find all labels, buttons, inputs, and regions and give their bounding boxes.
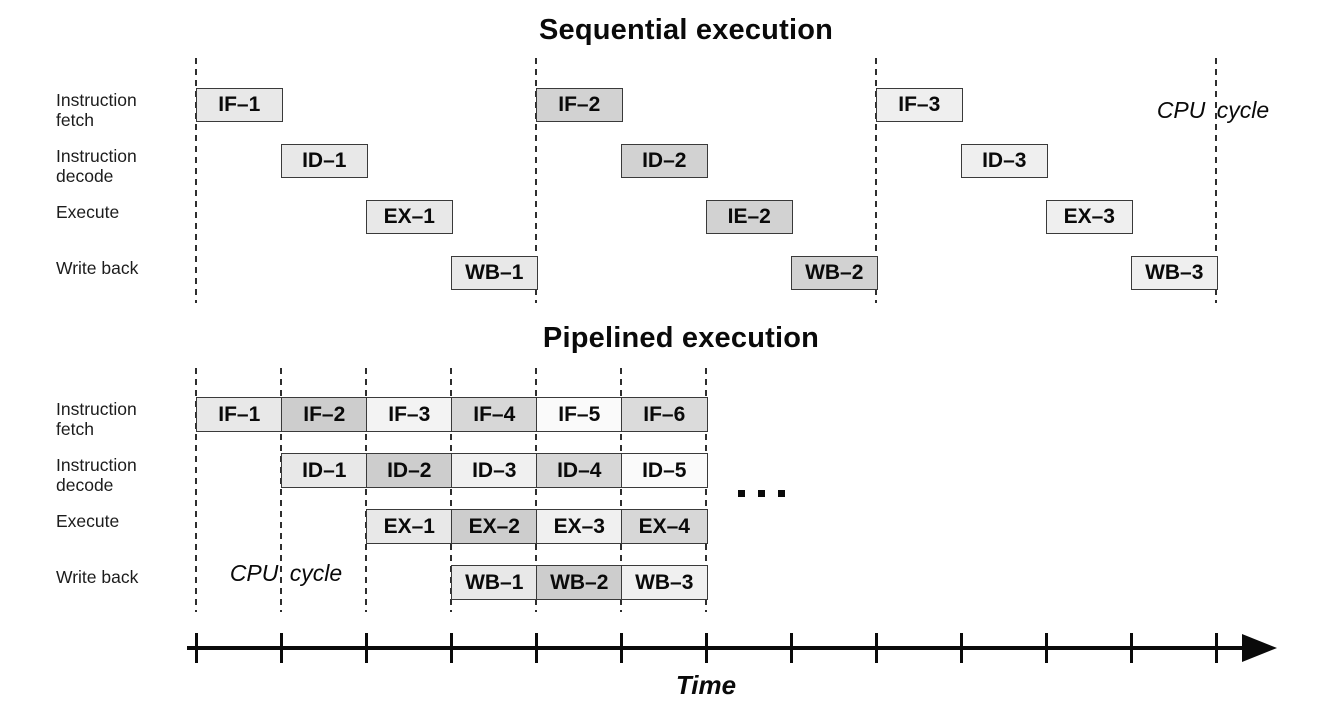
stage-box-id-4: ID–4 — [536, 453, 623, 488]
stage-box-if-2: IF–2 — [536, 88, 623, 122]
cpu-cycle-boundary-line — [280, 368, 282, 612]
cpu-cycle-boundary-line — [875, 58, 877, 303]
stage-box-id-5: ID–5 — [621, 453, 708, 488]
axis-tick — [874, 633, 878, 663]
row-label-line: decode — [56, 166, 114, 186]
axis-tick — [704, 633, 708, 663]
stage-box-wb-1: WB–1 — [451, 565, 538, 600]
ellipsis-dot — [738, 490, 745, 497]
row-label-line: decode — [56, 475, 114, 495]
row-label-line: Instruction — [56, 146, 137, 166]
cpu-cycle-boundary-line — [705, 368, 707, 612]
cpu-cycle-boundary-line — [195, 58, 197, 303]
stage-box-wb-1: WB–1 — [451, 256, 538, 290]
axis-tick — [194, 633, 198, 663]
time-axis-title: Time — [675, 670, 737, 700]
axis-tick — [959, 633, 963, 663]
stage-box-if-2: IF–2 — [281, 397, 368, 432]
stage-box-ie-2: IE–2 — [706, 200, 793, 234]
stage-box-if-3: IF–3 — [366, 397, 453, 432]
stage-box-id-2: ID–2 — [366, 453, 453, 488]
row-label-line: Instruction — [56, 455, 137, 475]
axis-tick — [1129, 633, 1133, 663]
row-label-line: Write back — [56, 258, 139, 278]
row-label-line: Write back — [56, 567, 139, 587]
stage-box-if-6: IF–6 — [621, 397, 708, 432]
cpu-cycle-boundary-line — [1215, 58, 1217, 303]
axis-tick — [279, 633, 283, 663]
ellipsis-dot — [778, 490, 785, 497]
row-label-line: Instruction — [56, 399, 137, 419]
row-label-line: fetch — [56, 419, 94, 439]
stage-box-ex-1: EX–1 — [366, 200, 453, 234]
continuation-ellipsis: . . . — [738, 490, 785, 497]
time-axis-line — [187, 646, 1245, 650]
axis-tick — [534, 633, 538, 663]
cpu-cycle-boundary-line — [450, 368, 452, 612]
axis-tick — [1044, 633, 1048, 663]
cpu-cycle-boundary-line — [620, 368, 622, 612]
stage-box-if-3: IF–3 — [876, 88, 963, 122]
stage-box-id-1: ID–1 — [281, 453, 368, 488]
stage-box-if-5: IF–5 — [536, 397, 623, 432]
stage-box-ex-3: EX–3 — [1046, 200, 1133, 234]
stage-box-wb-2: WB–2 — [791, 256, 878, 290]
pipelined-title: Pipelined execution — [542, 322, 820, 354]
sequential-title: Sequential execution — [538, 14, 834, 46]
stage-box-wb-2: WB–2 — [536, 565, 623, 600]
stage-box-if-1: IF–1 — [196, 88, 283, 122]
axis-tick — [1214, 633, 1218, 663]
cpu-cycle-boundary-line — [535, 58, 537, 303]
stage-box-id-1: ID–1 — [281, 144, 368, 178]
row-label-line: fetch — [56, 110, 94, 130]
stage-box-id-2: ID–2 — [621, 144, 708, 178]
cpu-cycle-boundary-line — [535, 368, 537, 612]
stage-box-ex-4: EX–4 — [621, 509, 708, 544]
cpu-cycle-boundary-line — [195, 368, 197, 612]
stage-box-if-1: IF–1 — [196, 397, 283, 432]
stage-box-id-3: ID–3 — [961, 144, 1048, 178]
row-label-execute: Execute — [56, 202, 119, 222]
row-label-write-back: Write back — [56, 567, 138, 587]
axis-tick — [619, 633, 623, 663]
row-label-execute: Execute — [56, 511, 119, 531]
stage-box-wb-3: WB–3 — [1131, 256, 1218, 290]
cpu-cycle-boundary-line — [365, 368, 367, 612]
pipelined-cpu-cycle-label: CPU cycle — [229, 560, 343, 586]
stage-box-if-4: IF–4 — [451, 397, 538, 432]
sequential-cpu-cycle-label: CPU cycle — [1156, 97, 1270, 123]
stage-box-wb-3: WB–3 — [621, 565, 708, 600]
axis-tick — [364, 633, 368, 663]
ellipsis-dot — [758, 490, 765, 497]
row-label-line: Execute — [56, 202, 120, 222]
row-label-write-back: Write back — [56, 258, 138, 278]
time-axis-arrowhead — [1242, 634, 1277, 662]
stage-box-ex-3: EX–3 — [536, 509, 623, 544]
axis-tick — [449, 633, 453, 663]
axis-tick — [789, 633, 793, 663]
row-label-line: Execute — [56, 511, 120, 531]
row-label-line: Instruction — [56, 90, 137, 110]
stage-box-id-3: ID–3 — [451, 453, 538, 488]
stage-box-ex-1: EX–1 — [366, 509, 453, 544]
